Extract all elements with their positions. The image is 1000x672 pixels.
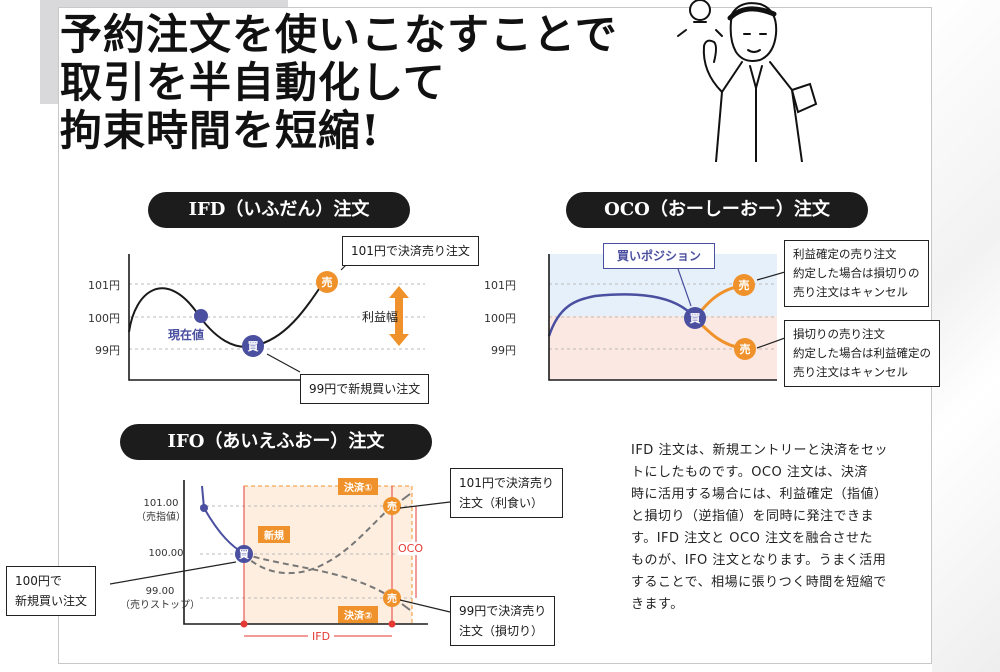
ifo-arrow-up — [401, 493, 411, 501]
ifd-sell-marker — [316, 271, 338, 293]
ifo-bottom-callout: 99円で決済売り 注文（損切り） — [450, 596, 556, 646]
oco-sell-bottom-glyph: 売 — [740, 342, 751, 356]
oco-top-callout: 利益確定の売り注文 約定した場合は損切りの 売り注文はキャンセル — [784, 240, 929, 307]
description-line-4: と損切り（逆指値）を同時に発注できま — [631, 509, 875, 524]
description-line-1: IFD 注文は、新規エントリーと決済をセッ — [631, 443, 888, 458]
ifo-start-marker — [200, 504, 208, 512]
ifo-tick-101-value: 101.00 — [143, 498, 179, 509]
ifo-buy-marker — [235, 545, 253, 563]
ifo-oco-label: OCO — [398, 542, 423, 555]
ifo-tick-100: 100.00 — [148, 548, 184, 559]
ifo-left-callout-line-1: 100円で — [15, 574, 62, 588]
description-line-8: きます。 — [631, 597, 684, 612]
ifd-range-arrow — [389, 286, 409, 346]
businessman-illustration — [677, 0, 818, 162]
ifo-left-callout-line-2: 新規買い注文 — [15, 594, 88, 608]
ifo-tick-99: 99.00 （売りストップ） — [118, 585, 202, 613]
oco-chart: 買 売 売 — [547, 254, 785, 381]
oco-tick-100: 100円 — [484, 312, 516, 325]
ifo-chart: 買 売 売 — [183, 480, 428, 637]
description-line-6: ものが、IFO 注文となります。うまく活用 — [631, 553, 887, 568]
oco-top-callout-line-3: 売り注文はキャンセル — [793, 285, 908, 299]
oco-top-callout-line-1: 利益確定の売り注文 — [793, 247, 897, 261]
title-line-1: 予約注文を使いこなすことで — [60, 10, 618, 59]
oco-heading: OCO（おーしーおー）注文 — [566, 192, 868, 228]
description-line-3: 時に活用する場合には、利益確定（指値） — [631, 487, 888, 502]
ifd-heading: IFD（いふだん）注文 — [148, 192, 410, 228]
oco-top-leader — [756, 271, 785, 281]
decorative-background — [932, 0, 1000, 672]
oco-sell-top-glyph: 売 — [739, 278, 750, 292]
description-line-2: トにしたものです。OCO 注文は、決済 — [631, 465, 868, 480]
title-line-2: 取引を半自動化して — [60, 58, 446, 107]
ifo-tick-99-value: 99.00 — [145, 586, 175, 597]
ifd-buy-callout: 99円で新規買い注文 — [300, 374, 430, 404]
ifo-sell-top-marker — [383, 497, 401, 515]
ifd-range-label: 利益幅 — [362, 310, 399, 324]
ifo-tick-101-note: （売指値） — [136, 512, 186, 523]
oco-tick-101: 101円 — [484, 279, 516, 292]
ifo-top-callout: 101円で決済売り 注文（利食い） — [450, 468, 563, 518]
ifo-sell-top-glyph: 売 — [387, 500, 397, 513]
oco-bottom-leader — [756, 337, 785, 349]
ifo-right-leaders — [400, 501, 451, 613]
ifo-top-callout-line-1: 101円で決済売り — [459, 476, 554, 490]
oco-axes — [548, 254, 777, 381]
oco-buy-marker — [684, 307, 706, 329]
oco-bottom-callout: 損切りの売り注文 約定した場合は利益確定の 売り注文はキャンセル — [784, 320, 940, 387]
ifd-sell-glyph: 売 — [322, 275, 333, 289]
ifd-buy-leader — [266, 353, 301, 373]
ifo-left-leader — [110, 561, 237, 585]
description: IFD 注文は、新規エントリーと決済をセッ トにしたものです。OCO 注文は、決… — [631, 440, 911, 616]
ifo-ifd-end-dot — [388, 620, 396, 628]
oco-price-line — [547, 293, 696, 337]
oco-position-leader — [676, 265, 692, 307]
oco-sell-bottom-marker — [734, 338, 756, 360]
description-line-5: す。IFD 注文と OCO 注文を融合させた — [631, 531, 873, 546]
ifo-tick-101: 101.00 （売指値） — [126, 497, 196, 525]
ifo-sell-bottom-glyph: 売 — [387, 592, 397, 605]
oco-tick-99: 99円 — [491, 344, 516, 357]
ifo-ifd-start-dot — [240, 620, 248, 628]
ifo-sell-bottom-marker — [383, 589, 401, 607]
description-line-7: することで、相場に張りつく時間を短縮で — [631, 575, 887, 590]
title-line-3: 拘束時間を短縮! — [60, 106, 381, 155]
ifo-tick-99-note: （売りストップ） — [120, 600, 200, 611]
ifo-settle1-tag: 決済① — [338, 478, 379, 495]
ifd-buy-glyph: 買 — [248, 340, 259, 353]
ifo-bottom-callout-line-1: 99円で決済売り — [459, 604, 547, 618]
oco-bottom-callout-line-2: 約定した場合は利益確定の — [793, 346, 931, 360]
ifo-buy-glyph: 買 — [239, 549, 249, 561]
ifo-settle2-tag: 決済② — [338, 606, 379, 623]
oco-top-callout-line-2: 約定した場合は損切りの — [793, 266, 920, 280]
ifd-chart: 買 売 — [128, 253, 425, 381]
ifd-buy-marker — [242, 335, 264, 357]
ifo-bottom-callout-line-2: 注文（損切り） — [459, 624, 544, 638]
ifd-tick-100: 100円 — [88, 312, 120, 325]
oco-position-label: 買いポジション — [603, 243, 715, 269]
ifo-price-line — [201, 485, 245, 555]
ifo-top-callout-line-2: 注文（利食い） — [459, 496, 544, 510]
ifd-sell-callout: 101円で決済売り注文 — [342, 236, 479, 266]
oco-buy-glyph: 買 — [690, 312, 701, 325]
ifd-current-marker — [194, 309, 208, 323]
oco-bottom-callout-line-1: 損切りの売り注文 — [793, 327, 885, 341]
oco-bottom-callout-line-3: 売り注文はキャンセル — [793, 365, 908, 379]
ifd-tick-101: 101円 — [88, 279, 120, 292]
ifd-current-label: 現在値 — [168, 328, 205, 342]
ifo-axes — [183, 480, 428, 625]
ifo-heading: IFO（あいえふおー）注文 — [120, 424, 432, 460]
ifo-path-up — [243, 505, 393, 575]
ifo-arrow-down — [401, 603, 411, 611]
ifo-ifd-label: IFD — [308, 630, 335, 643]
ifo-new-tag: 新規 — [258, 526, 290, 543]
oco-sell-top-marker — [733, 274, 755, 296]
ifo-left-callout: 100円で 新規買い注文 — [6, 566, 97, 616]
ifd-price-line — [128, 279, 326, 348]
ifd-tick-99: 99円 — [95, 344, 120, 357]
